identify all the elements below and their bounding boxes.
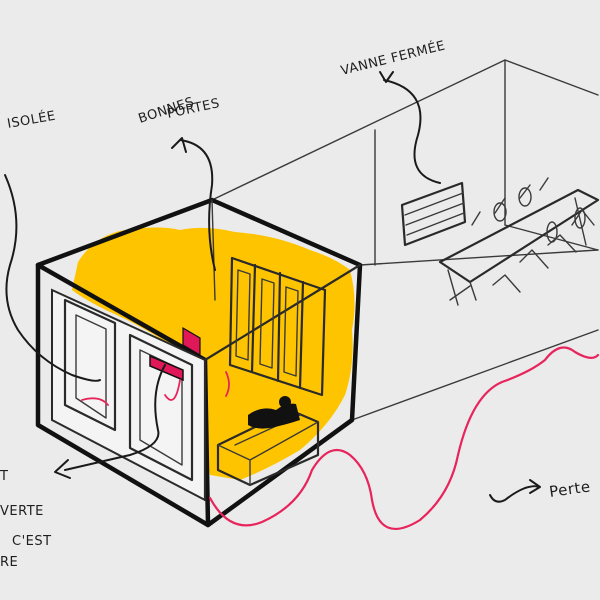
label-ouverte-2: C'EST [12, 534, 52, 549]
back-wall-doors [228, 256, 327, 397]
heat-loss-wave-inner [81, 371, 230, 406]
label-ouverte-mark: T [0, 469, 8, 484]
far-room-radiator [400, 181, 467, 247]
label-isolee: ISOLÉE [6, 108, 57, 132]
label-ouverte-1: VERTE [0, 504, 44, 519]
label-ouverte-3: RE [0, 555, 18, 570]
label-pertes: Perte [548, 477, 592, 501]
heat-loss-wave [208, 346, 600, 530]
annotation-arrows [4, 71, 541, 503]
radiator [149, 326, 201, 382]
person-reading-icon [248, 396, 300, 429]
conference-table [438, 177, 600, 306]
